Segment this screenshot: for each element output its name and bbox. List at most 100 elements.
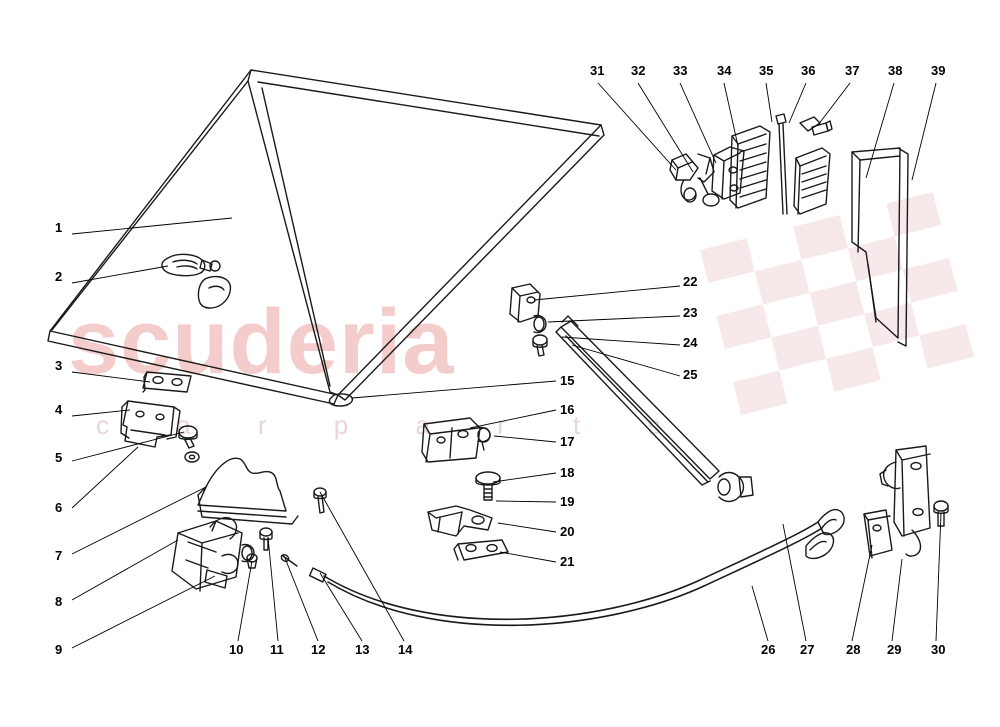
leader-line-9 — [71, 575, 216, 649]
leader-line-12 — [284, 557, 319, 642]
callout-number-37: 37 — [845, 63, 860, 78]
part-38-ribbed-pad-2 — [793, 147, 831, 215]
part-15-rubber-pad — [328, 393, 354, 407]
part-4-hinge-bracket — [120, 400, 181, 448]
part-11-bolt-small — [259, 527, 273, 551]
callout-number-5: 5 — [55, 450, 63, 465]
leader-line-28 — [851, 544, 873, 642]
part-2-hood-latch-striker — [161, 253, 232, 309]
callout-number-29: 29 — [887, 642, 902, 657]
leader-line-4 — [71, 409, 131, 417]
leader-line-7 — [71, 486, 207, 555]
leader-line-17 — [493, 435, 557, 443]
part-33-34-bump-stop — [711, 146, 745, 200]
callout-number-20: 20 — [560, 524, 575, 539]
leader-line-37 — [817, 82, 851, 126]
callout-number-7: 7 — [55, 548, 63, 563]
part-39-side-trim-panel — [851, 147, 909, 347]
leader-line-27 — [782, 523, 807, 642]
callout-number-25: 25 — [683, 367, 698, 382]
callout-number-15: 15 — [560, 373, 575, 388]
leader-line-36 — [788, 82, 807, 124]
callout-number-35: 35 — [759, 63, 774, 78]
callout-number-6: 6 — [55, 500, 63, 515]
leader-line-24 — [561, 336, 681, 346]
leader-line-3 — [71, 371, 151, 383]
part-7-wedge-block — [197, 457, 299, 525]
checkered-flag-watermark — [700, 191, 974, 415]
callout-number-36: 36 — [801, 63, 816, 78]
leader-line-1 — [71, 217, 233, 235]
callout-number-1: 1 — [55, 220, 63, 235]
leader-line-22 — [533, 285, 681, 301]
part-14-screw — [313, 487, 327, 514]
part-9-lower-tab — [204, 569, 228, 589]
leader-line-6 — [71, 446, 139, 509]
part-12-rod — [280, 553, 298, 567]
leader-line-35 — [765, 82, 773, 123]
part-13-cable-end — [308, 567, 327, 583]
part-22-25-gas-strut — [509, 283, 754, 503]
callout-number-31: 31 — [590, 63, 605, 78]
leader-line-10 — [237, 560, 253, 642]
callout-number-27: 27 — [800, 642, 815, 657]
leader-line-11 — [267, 536, 279, 642]
callout-number-39: 39 — [931, 63, 946, 78]
part-5-bolt-washer — [178, 425, 198, 449]
part-28-rubber-block — [863, 509, 893, 559]
callout-number-21: 21 — [560, 554, 575, 569]
callout-number-18: 18 — [560, 465, 575, 480]
callout-number-28: 28 — [846, 642, 861, 657]
callout-number-2: 2 — [55, 269, 63, 284]
leader-line-14 — [319, 491, 405, 642]
part-3-mounting-plate — [142, 371, 192, 393]
part-36-pin-rod — [775, 113, 788, 215]
leader-line-15 — [351, 380, 557, 399]
hood-panel-outline — [47, 69, 605, 405]
callout-number-17: 17 — [560, 434, 575, 449]
part-31-32-levers — [669, 153, 720, 207]
callout-number-11: 11 — [270, 642, 284, 657]
callout-number-12: 12 — [311, 642, 326, 657]
leader-line-33 — [679, 82, 717, 164]
callout-number-14: 14 — [398, 642, 413, 657]
part-29-body-bracket — [879, 445, 931, 557]
part-37-bolt — [799, 116, 833, 136]
leader-line-20 — [497, 522, 557, 533]
leader-line-38 — [865, 82, 895, 179]
leader-line-30 — [935, 512, 942, 642]
part-18-19-screw-washer — [475, 471, 501, 501]
leader-line-29 — [891, 558, 903, 642]
part-8-latch-mechanism — [171, 516, 255, 592]
callout-number-24: 24 — [683, 335, 698, 350]
callout-leader-lines — [71, 82, 942, 649]
callout-number-26: 26 — [761, 642, 776, 657]
leader-line-32 — [637, 82, 694, 173]
callout-number-19: 19 — [560, 494, 575, 509]
callout-number-13: 13 — [355, 642, 370, 657]
leader-line-26 — [751, 585, 769, 642]
callout-number-32: 32 — [631, 63, 646, 78]
callout-number-30: 30 — [931, 642, 946, 657]
callout-number-22: 22 — [683, 274, 698, 289]
leader-line-2 — [71, 265, 169, 284]
callout-number-23: 23 — [683, 305, 698, 320]
leader-line-8 — [71, 539, 179, 601]
leader-line-19 — [495, 500, 557, 503]
leader-line-21 — [499, 551, 557, 563]
leader-line-39 — [911, 82, 937, 181]
leader-line-34 — [723, 82, 739, 147]
leader-line-25 — [571, 344, 681, 377]
part-26-27-release-cables — [323, 508, 845, 627]
part-6-washer — [184, 451, 200, 463]
callout-number-10: 10 — [229, 642, 244, 657]
leader-line-5 — [71, 431, 185, 462]
part-20-striker-bracket — [427, 505, 493, 537]
callout-number-9: 9 — [55, 642, 63, 657]
part-21-plate — [453, 539, 509, 561]
leader-line-23 — [547, 315, 681, 323]
callout-number-4: 4 — [55, 402, 63, 417]
leader-line-18 — [492, 472, 557, 483]
leader-line-16 — [469, 409, 557, 429]
